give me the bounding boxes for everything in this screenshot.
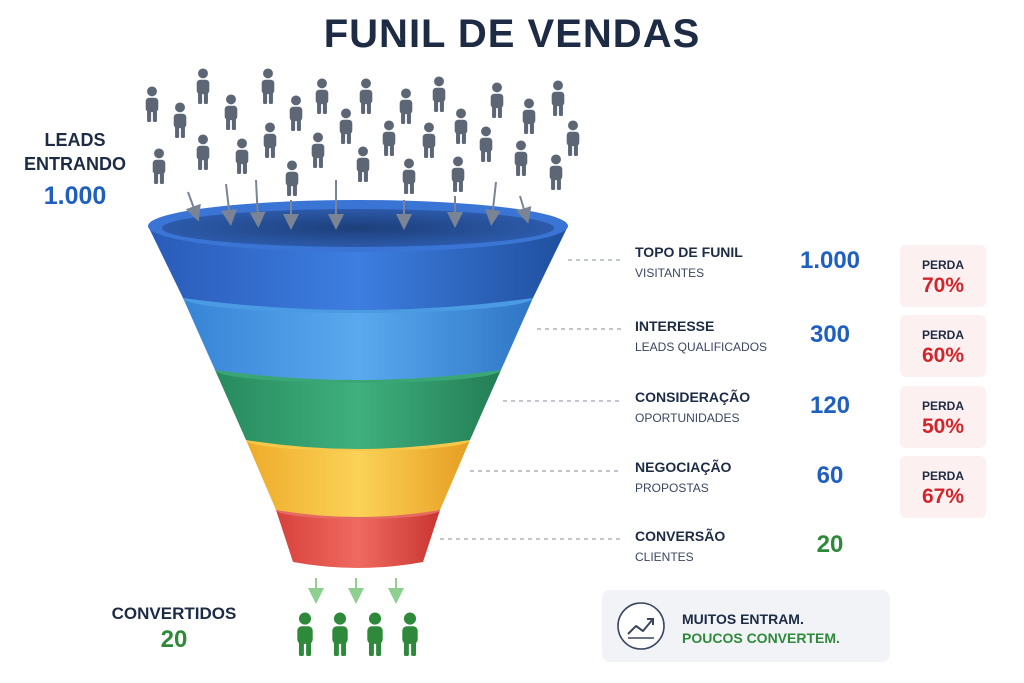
person-icon: [479, 126, 493, 162]
stage-name: NEGOCIAÇÃO: [635, 459, 732, 475]
person-icon: [367, 612, 383, 656]
loss-label: PERDA: [921, 258, 964, 272]
stage-interesse: INTERESSE LEADS QUALIFICADOS: [635, 318, 795, 354]
person-icon: [311, 132, 325, 168]
stage-name: CONVERSÃO: [635, 528, 726, 544]
person-icon: [285, 160, 299, 196]
loss-badge: PERDA 67%: [900, 456, 986, 518]
loss-value: 60%: [921, 344, 965, 367]
stage-name: TOPO DE FUNIL: [635, 244, 743, 260]
outgoing-arrows: [308, 578, 404, 604]
funnel-stage-consideracao: [215, 370, 501, 449]
person-icon: [566, 120, 580, 156]
loss-badge: PERDA 70%: [900, 245, 986, 307]
stage-subtitle: CLIENTES: [635, 550, 694, 564]
page-title: FUNIL DE VENDAS: [323, 12, 701, 56]
funnel-stage-conversao: [276, 510, 440, 568]
loss-value: 50%: [921, 415, 965, 438]
person-icon: [514, 140, 528, 176]
person-icon: [451, 156, 465, 192]
person-icon: [224, 94, 238, 130]
stage-count: 300: [809, 321, 851, 348]
converted-summary: CONVERTIDOS 20: [100, 604, 248, 654]
person-icon: [332, 612, 348, 656]
person-icon: [196, 68, 210, 104]
stage-subtitle: PROPOSTAS: [635, 481, 709, 495]
loss-badge: PERDA 60%: [900, 315, 986, 377]
stage-consideracao: CONSIDERAÇÃO OPORTUNIDADES: [635, 389, 795, 425]
person-icon: [261, 68, 275, 104]
person-icon: [382, 120, 396, 156]
stage-count: 60: [816, 462, 844, 489]
stage-count: 120: [809, 392, 851, 419]
person-icon: [490, 82, 504, 118]
stage-connectors: [440, 259, 622, 540]
leads-entering-label: LEADS ENTRANDO: [24, 130, 126, 174]
person-icon: [173, 102, 187, 138]
person-icon: [359, 78, 373, 114]
converted-label: CONVERTIDOS: [111, 604, 237, 623]
leads-entering: LEADS ENTRANDO 1.000: [20, 128, 130, 211]
incoming-arrows: [185, 179, 532, 230]
stage-subtitle: OPORTUNIDADES: [635, 411, 740, 425]
person-icon: [422, 122, 436, 158]
person-icon: [402, 158, 416, 194]
stage-name: INTERESSE: [635, 318, 715, 334]
leads-crowd: [145, 68, 580, 196]
loss-value: 70%: [921, 274, 965, 297]
person-icon: [263, 122, 277, 158]
person-icon: [399, 88, 413, 124]
funnel-stage-negociacao: [246, 440, 470, 517]
stage-conversao: CONVERSÃO CLIENTES: [635, 528, 795, 564]
person-icon: [297, 612, 313, 656]
person-icon: [522, 98, 536, 134]
trend-up-chart-icon: [617, 602, 665, 650]
person-icon: [145, 86, 159, 122]
loss-label: PERDA: [921, 469, 964, 483]
funnel-opening: [162, 209, 554, 247]
person-icon: [454, 108, 468, 144]
person-icon: [356, 146, 370, 182]
stage-name: CONSIDERAÇÃO: [635, 389, 751, 405]
stage-topo: TOPO DE FUNIL VISITANTES: [635, 244, 795, 280]
stage-count: 20: [816, 531, 844, 558]
loss-label: PERDA: [921, 399, 964, 413]
loss-value: 67%: [921, 485, 965, 508]
person-icon: [402, 612, 418, 656]
stage-subtitle: VISITANTES: [635, 266, 705, 280]
person-icon: [432, 76, 446, 112]
stage-subtitle: LEADS QUALIFICADOS: [635, 340, 768, 354]
stage-negociacao: NEGOCIAÇÃO PROPOSTAS: [635, 459, 795, 495]
loss-label: PERDA: [921, 328, 964, 342]
person-icon: [339, 108, 353, 144]
converted-value: 20: [160, 626, 188, 653]
person-icon: [152, 148, 166, 184]
person-icon: [315, 78, 329, 114]
person-icon: [551, 80, 565, 116]
person-icon: [289, 95, 303, 131]
callout-line1: MUITOS ENTRAM.: [682, 611, 804, 627]
insight-callout: MUITOS ENTRAM. POUCOS CONVERTEM.: [602, 590, 890, 662]
converted-people: [297, 612, 418, 656]
leads-entering-value: 1.000: [43, 182, 107, 210]
person-icon: [235, 138, 249, 174]
funnel-stage-interesse: [183, 298, 533, 380]
funnel: [148, 200, 568, 568]
stage-count: 1.000: [799, 247, 861, 274]
callout-line2: POUCOS CONVERTEM.: [682, 630, 840, 646]
loss-badge: PERDA 50%: [900, 386, 986, 448]
person-icon: [196, 134, 210, 170]
person-icon: [549, 154, 563, 190]
